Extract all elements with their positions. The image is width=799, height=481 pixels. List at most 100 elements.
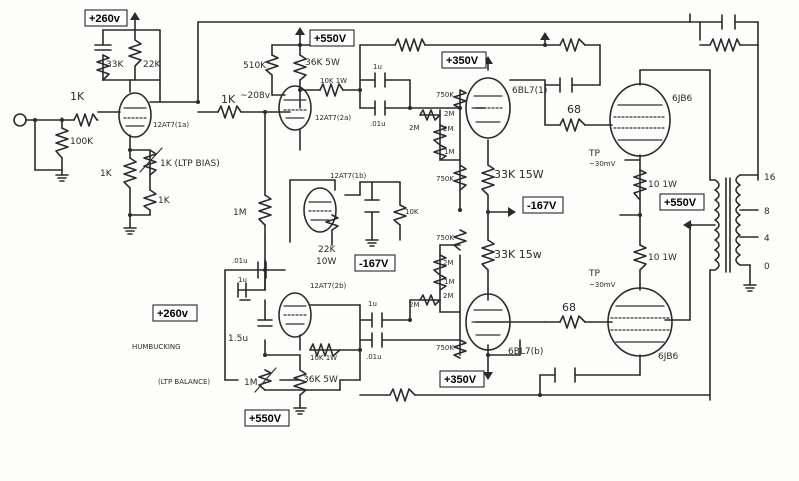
- label-tap-0: 0: [764, 262, 770, 272]
- label-2m-d: 2M: [409, 301, 420, 309]
- label-cathode-1k-b: 1K: [158, 196, 171, 206]
- resistor-10-1w-top: [633, 169, 647, 201]
- tube-6jb6-top: [609, 83, 671, 157]
- label-10k-1w-bottom: 10K 1W: [310, 354, 337, 362]
- label-10-1w-bottom: 10 1W: [648, 253, 677, 263]
- resistor-510k: [265, 54, 279, 76]
- label-33k-15w-top: 33K 15W: [494, 168, 544, 181]
- label-input-100k: 100K: [70, 137, 94, 147]
- label-10k-mid: 10K: [405, 208, 419, 216]
- tube-12at7-2b: [278, 292, 312, 338]
- ground-icon: [55, 174, 69, 182]
- resistor-68-bottom: [559, 315, 586, 329]
- resistor-36k-5w-bottom: [293, 369, 307, 396]
- label-tap-8: 8: [764, 207, 770, 217]
- label-input-1k: 1K: [70, 90, 85, 103]
- label-grid-1k: 1K: [221, 93, 236, 106]
- label-6bl7-top: 6BL7(1): [512, 86, 547, 96]
- resistor-grid-1k: [217, 105, 244, 119]
- label-tube-12at7-2b: 12AT7(2b): [310, 282, 347, 290]
- resistor-22k-10w: [325, 214, 339, 231]
- resistor-2m-c: [433, 254, 447, 276]
- label-tp-top: TP: [588, 149, 600, 159]
- supply-label-550-top: +550V: [314, 33, 347, 45]
- resistor-top-plate: [394, 38, 426, 52]
- resistor-2m-d: [419, 294, 441, 306]
- supply-label-260-lower: +260v: [157, 308, 189, 320]
- ground-icon: [365, 239, 379, 247]
- label-01u-top: .01u: [370, 120, 386, 128]
- label-2m-e: 2M: [443, 292, 454, 300]
- resistor-10k-1w-top: [319, 83, 344, 97]
- label-1-5u: 1.5u: [228, 334, 248, 344]
- tubes: [118, 77, 673, 357]
- label-tube-12at7-2a: 12AT7(2a): [315, 114, 351, 122]
- label-6bl7-bottom: 6BL7(b): [508, 347, 543, 357]
- label-1u-bottom: 1u: [368, 300, 377, 308]
- resistor-top-right: [559, 38, 586, 52]
- label-2m-b: 2M: [443, 125, 454, 133]
- label-tube-12at7-1b: 12AT7(1b): [330, 172, 367, 180]
- ground-icon: [293, 407, 307, 415]
- label-tap-4: 4: [764, 234, 770, 244]
- label-cathode-1k-a: 1K: [100, 169, 113, 179]
- label-10-1w-top: 10 1W: [648, 180, 677, 190]
- label-36k-5w-top: 36K 5W: [305, 58, 340, 68]
- tube-6bl7-bottom: [465, 293, 511, 351]
- arrow-down-icon: [483, 372, 493, 380]
- resistor-input-1k: [73, 113, 99, 127]
- supply-label-350-bottom: +350V: [444, 374, 477, 386]
- supply-label-neg167-lower: -167V: [359, 258, 389, 270]
- junction-dots: [33, 43, 692, 397]
- supply-label-neg167-mid: -167V: [527, 200, 557, 212]
- label-1u-top: 1u: [373, 63, 382, 71]
- label-1m-a: 1M: [444, 148, 455, 156]
- ground-icon: [743, 284, 757, 292]
- label-6jb6-bottom: 6JB6: [658, 352, 679, 362]
- resistor-750k-c: [453, 229, 467, 251]
- label-1m-left: 1M: [233, 208, 247, 218]
- label-tp-top-value: ~30mV: [589, 160, 616, 168]
- resistor-input-100k: [55, 127, 69, 159]
- resistor-cathode-1k: [123, 157, 137, 189]
- label-22k: 22K: [143, 60, 161, 70]
- resistor-bottom-plate: [389, 388, 416, 402]
- resistor-750k-d: [453, 339, 467, 359]
- label-10k-1w-top: 10K 1W: [320, 77, 347, 85]
- label-ltp-bias: 1K (LTP BIAS): [160, 159, 220, 169]
- resistor-68-top: [559, 118, 586, 132]
- label-2m-f: 2M: [444, 110, 455, 118]
- arrow-up-icon: [295, 27, 305, 35]
- label-510k: 510K: [243, 61, 267, 71]
- tube-6jb6-bottom: [607, 287, 673, 357]
- supply-label-350-top: +350V: [446, 55, 479, 67]
- label-750k-b: 750K: [436, 175, 454, 183]
- resistor-feedback: [709, 38, 741, 52]
- capacitors: [94, 14, 736, 383]
- resistor-2m-a: [419, 109, 441, 121]
- resistor-22k: [128, 29, 142, 81]
- label-tube-12at7-1a: 12AT7(1a): [153, 121, 189, 129]
- label-01u-bottom: .01u: [366, 353, 382, 361]
- resistor-10-1w-bottom: [633, 244, 647, 271]
- resistor-33k-15w-bottom: [481, 239, 495, 271]
- label-36k-5w-bottom: 36K 5W: [303, 375, 338, 385]
- label-1u-left: 1u: [238, 276, 247, 284]
- supply-label-550-right: +550V: [664, 197, 697, 209]
- label-1m-balance: 1M: [244, 378, 258, 388]
- resistor-1m-b: [433, 274, 447, 291]
- resistor-2m-b: [433, 124, 447, 146]
- arrow-up-icon: [130, 12, 140, 20]
- label-33k: 33K: [106, 60, 124, 70]
- tube-12at7-2a: [278, 85, 312, 131]
- label-750k-d: 750K: [436, 344, 454, 352]
- label-1m-b: 1M: [444, 278, 455, 286]
- label-68-bottom: 68: [562, 301, 576, 314]
- supply-labels: +260v +550V +350V -167V -167V +550V +260…: [84, 9, 705, 427]
- resistor-36k-5w-top: [293, 54, 307, 81]
- label-750k-a: 750K: [436, 91, 454, 99]
- label-750k-c: 750K: [436, 234, 454, 242]
- label-tp-bottom-value: ~30mV: [589, 281, 616, 289]
